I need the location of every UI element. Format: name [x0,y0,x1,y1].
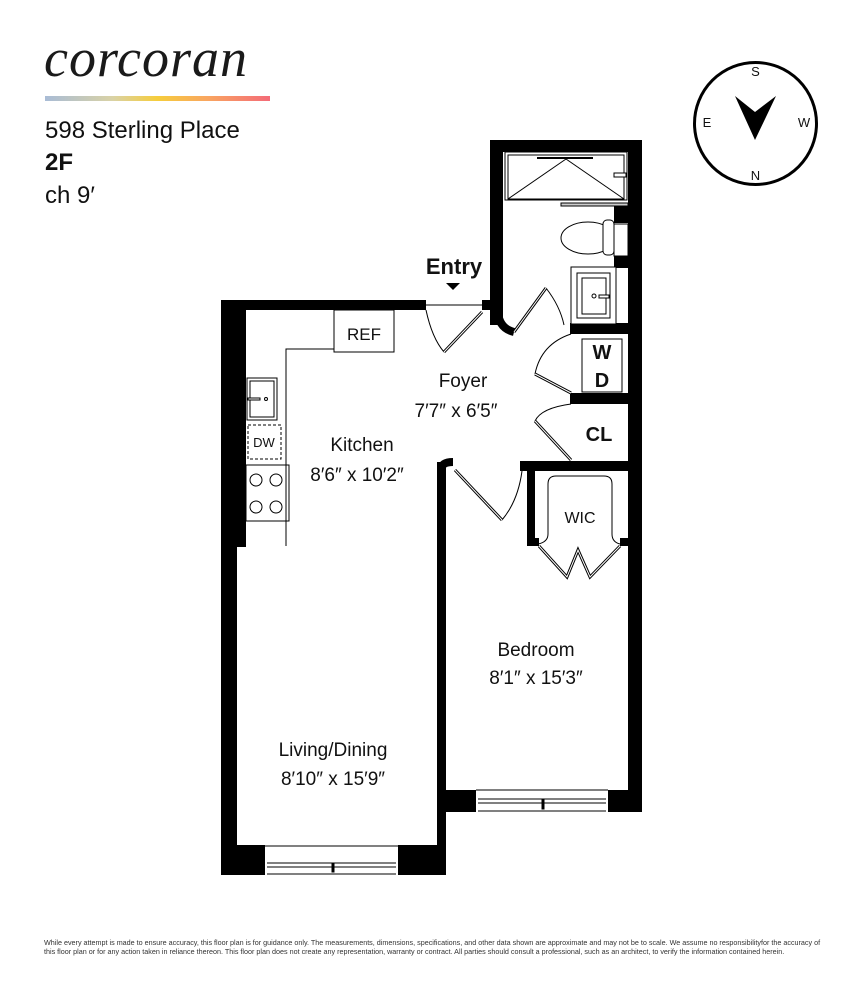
entry-arrow-icon [446,283,460,290]
room-name-bedroom: Bedroom [497,640,574,661]
room-name-foyer: Foyer [439,371,488,392]
dryer-label: D [595,370,609,392]
kitchen-fixtures [245,309,395,546]
washer-label: W [593,342,612,364]
compass-west: W [798,115,811,130]
compass-icon: S E W N [693,61,818,186]
window-living [265,845,398,875]
entry-label: Entry [426,254,483,279]
ceiling-height: ch 9′ [45,182,95,209]
brand-logo: corcoran [44,28,248,88]
washer-dryer-box [581,338,623,393]
room-dims-living: 8′10″ x 15′9″ [281,769,385,790]
unit-number: 2F [45,149,74,176]
room-name-living: Living/Dining [279,740,388,761]
compass-south: S [751,64,760,79]
room-dims-foyer: 7′7″ x 6′5″ [415,401,498,422]
brand-gradient-bar [45,96,270,101]
compass-east: E [703,115,712,130]
window-bedroom [476,789,608,812]
address: 598 Sterling Place [45,117,240,144]
disclaimer: While every attempt is made to ensure ac… [44,938,821,956]
dw-label: DW [253,435,275,450]
compass-north: N [751,168,760,183]
room-dims-kitchen: 8′6″ x 10′2″ [310,465,404,486]
ref-label: REF [347,325,381,344]
wic-label: WIC [564,510,595,527]
closet-label: CL [586,424,613,446]
bathroom-fixtures [504,151,629,325]
room-dims-bedroom: 8′1″ x 15′3″ [489,668,583,689]
room-name-kitchen: Kitchen [330,435,393,456]
doors [425,287,622,580]
